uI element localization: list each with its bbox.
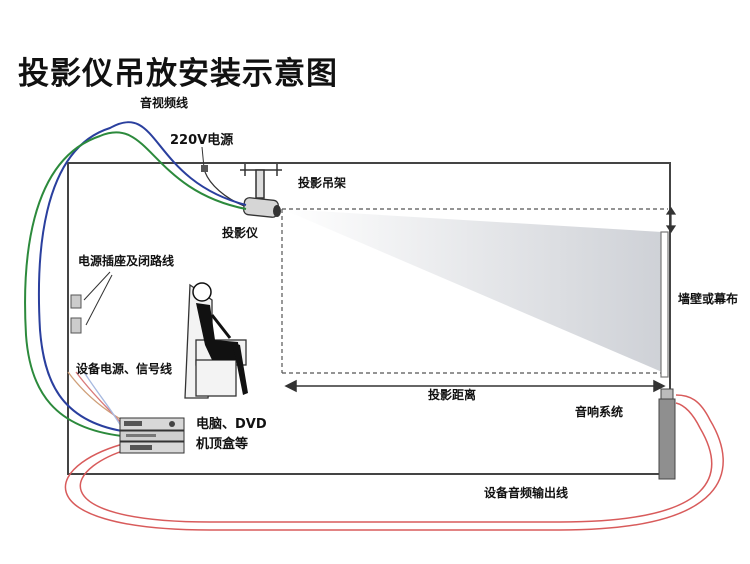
- screen-gap-arrow: [665, 206, 677, 234]
- speaker-top: [660, 388, 674, 400]
- screen: [660, 231, 669, 378]
- speaker-tower: [658, 398, 676, 480]
- av-cable-label: 音视频线: [140, 96, 189, 110]
- projection-dashed-frame: [281, 208, 668, 374]
- projector-label: 投影仪: [222, 226, 259, 240]
- projector-mount-label: 投影吊架: [298, 176, 347, 190]
- device-cables: [67, 371, 123, 429]
- distance-arrow: [284, 379, 666, 393]
- outlet-top: [70, 294, 82, 309]
- projector: [242, 197, 281, 218]
- projection-beam: [282, 209, 662, 372]
- page-title: 投影仪吊放安装示意图: [18, 56, 338, 92]
- outlet-bottom: [70, 317, 82, 334]
- audio-cable-outer: [64, 394, 724, 531]
- power-220v-label: 220V电源: [170, 133, 234, 148]
- projector-mount: [240, 164, 282, 199]
- speaker-system-label: 音响系统: [575, 405, 624, 419]
- projection-distance-label: 投影距离: [428, 388, 477, 402]
- device-label-line1: 电脑、DVD: [196, 417, 267, 432]
- power-socket-label: 电源插座及闭路线: [78, 254, 175, 268]
- device-stack: [119, 417, 185, 454]
- device-label-line2: 机顶盒等: [196, 437, 249, 452]
- outlet-pointers: [83, 271, 113, 326]
- audio-output-cable-label: 设备音频输出线: [484, 486, 569, 500]
- device-power-signal-label: 设备电源、信号线: [76, 362, 173, 376]
- av-cable-green: [24, 131, 247, 437]
- audio-cable-inner: [79, 402, 713, 523]
- wall-or-screen-label: 墙壁或幕布: [678, 292, 739, 306]
- viewer-in-chair: [184, 282, 248, 399]
- av-cable-blue: [37, 121, 247, 432]
- room-outline: [67, 162, 671, 475]
